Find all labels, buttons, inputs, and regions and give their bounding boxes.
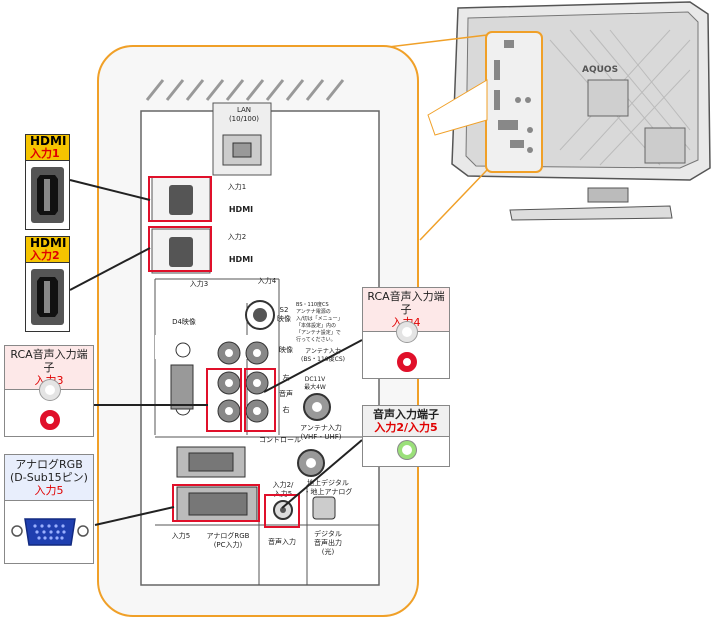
hdmi1-port-icon — [31, 167, 64, 223]
terrestrial-label: 地上デジタル ・地上アナログ — [303, 479, 353, 496]
dc-power-label: DC11V 最大4W — [304, 376, 326, 391]
terminal-panel — [140, 79, 380, 586]
control-label: コントロール — [259, 436, 301, 444]
hdmi1-callout: HDMI 入力1 — [25, 134, 70, 230]
hdmi2-brand: HDMI — [26, 237, 69, 250]
audio-in-label: 音声入力 — [268, 538, 296, 546]
dsub15-connector-icon — [11, 518, 89, 546]
tv-rear-illustration: AQUOS — [451, 1, 711, 221]
panel-input5-label: 入力5 — [171, 532, 191, 540]
bs-antenna-label: アンテナ入力 (BS・110度CS) — [301, 348, 345, 363]
s2-video-label: S2 映像 — [277, 306, 291, 323]
hdmi2-callout: HDMI 入力2 — [25, 236, 70, 332]
rgb-input-label: 入力5 — [34, 484, 64, 497]
rca4-callout: RCA音声入力端子 入力4 — [362, 287, 450, 379]
digital-audio-out-label: デジタル 音声出力 (光) — [314, 530, 342, 556]
rgb-title-line2: (D-Sub15ピン) — [10, 471, 88, 484]
audio25-input-label: 入力2/入力5 — [374, 421, 438, 434]
rgb-title-line1: アナログRGB — [15, 458, 83, 471]
hdmi2-input-label: 入力2 — [26, 250, 69, 263]
hdmi1-input-label: 入力1 — [26, 148, 69, 161]
rgb-callout: アナログRGB (D-Sub15ピン) 入力5 — [4, 454, 94, 564]
d4-video-label: D4映像 — [172, 318, 196, 326]
rca4-red-jack-icon — [397, 352, 417, 372]
rca3-white-jack-icon — [40, 380, 60, 400]
rgb-highlight — [172, 484, 260, 522]
panel-hdmi-logo-1: HDMI — [228, 205, 254, 214]
rca3-highlight — [206, 368, 242, 432]
audio25-mini-jack-icon — [398, 441, 416, 459]
panel-input2-label: 入力2 — [227, 233, 247, 241]
rgb-pc-label: アナログRGB (PC入力) — [206, 532, 250, 549]
panel-input3-label: 入力3 — [189, 280, 209, 288]
hdmi1-brand: HDMI — [26, 135, 69, 148]
panel-input4-label: 入力4 — [257, 277, 277, 285]
panel-input1-label: 入力1 — [227, 183, 247, 191]
rca3-title: RCA音声入力端子 — [10, 348, 88, 374]
audio25-callout: 音声入力端子 入力2/入力5 — [362, 405, 450, 467]
audio-label: 音声 — [279, 390, 293, 398]
audio-left-label: 左 — [282, 374, 290, 382]
rca4-highlight — [244, 368, 276, 432]
audio25-title: 音声入力端子 — [373, 408, 439, 421]
audio-right-label: 右 — [282, 406, 290, 414]
rca3-callout: RCA音声入力端子 入力3 — [4, 345, 94, 437]
lan-label: LAN (10/100) — [228, 106, 260, 123]
rca3-red-jack-icon — [40, 410, 60, 430]
rca4-white-jack-icon — [397, 322, 417, 342]
panel-hdmi-logo-2: HDMI — [228, 255, 254, 264]
rca4-title: RCA音声入力端子 — [367, 290, 445, 316]
video-label: 映像 — [279, 346, 293, 354]
vhf-uhf-antenna-label: アンテナ入力 (VHF・UHF) — [300, 424, 342, 441]
tv-brand: AQUOS — [582, 65, 618, 75]
bs-antenna-note: BS・110度CS アンテナ電源の 入/切は「メニュー」 「本体設定」内の 「ア… — [296, 302, 343, 343]
hdmi2-port-icon — [31, 269, 64, 325]
audio25-highlight — [264, 494, 300, 528]
